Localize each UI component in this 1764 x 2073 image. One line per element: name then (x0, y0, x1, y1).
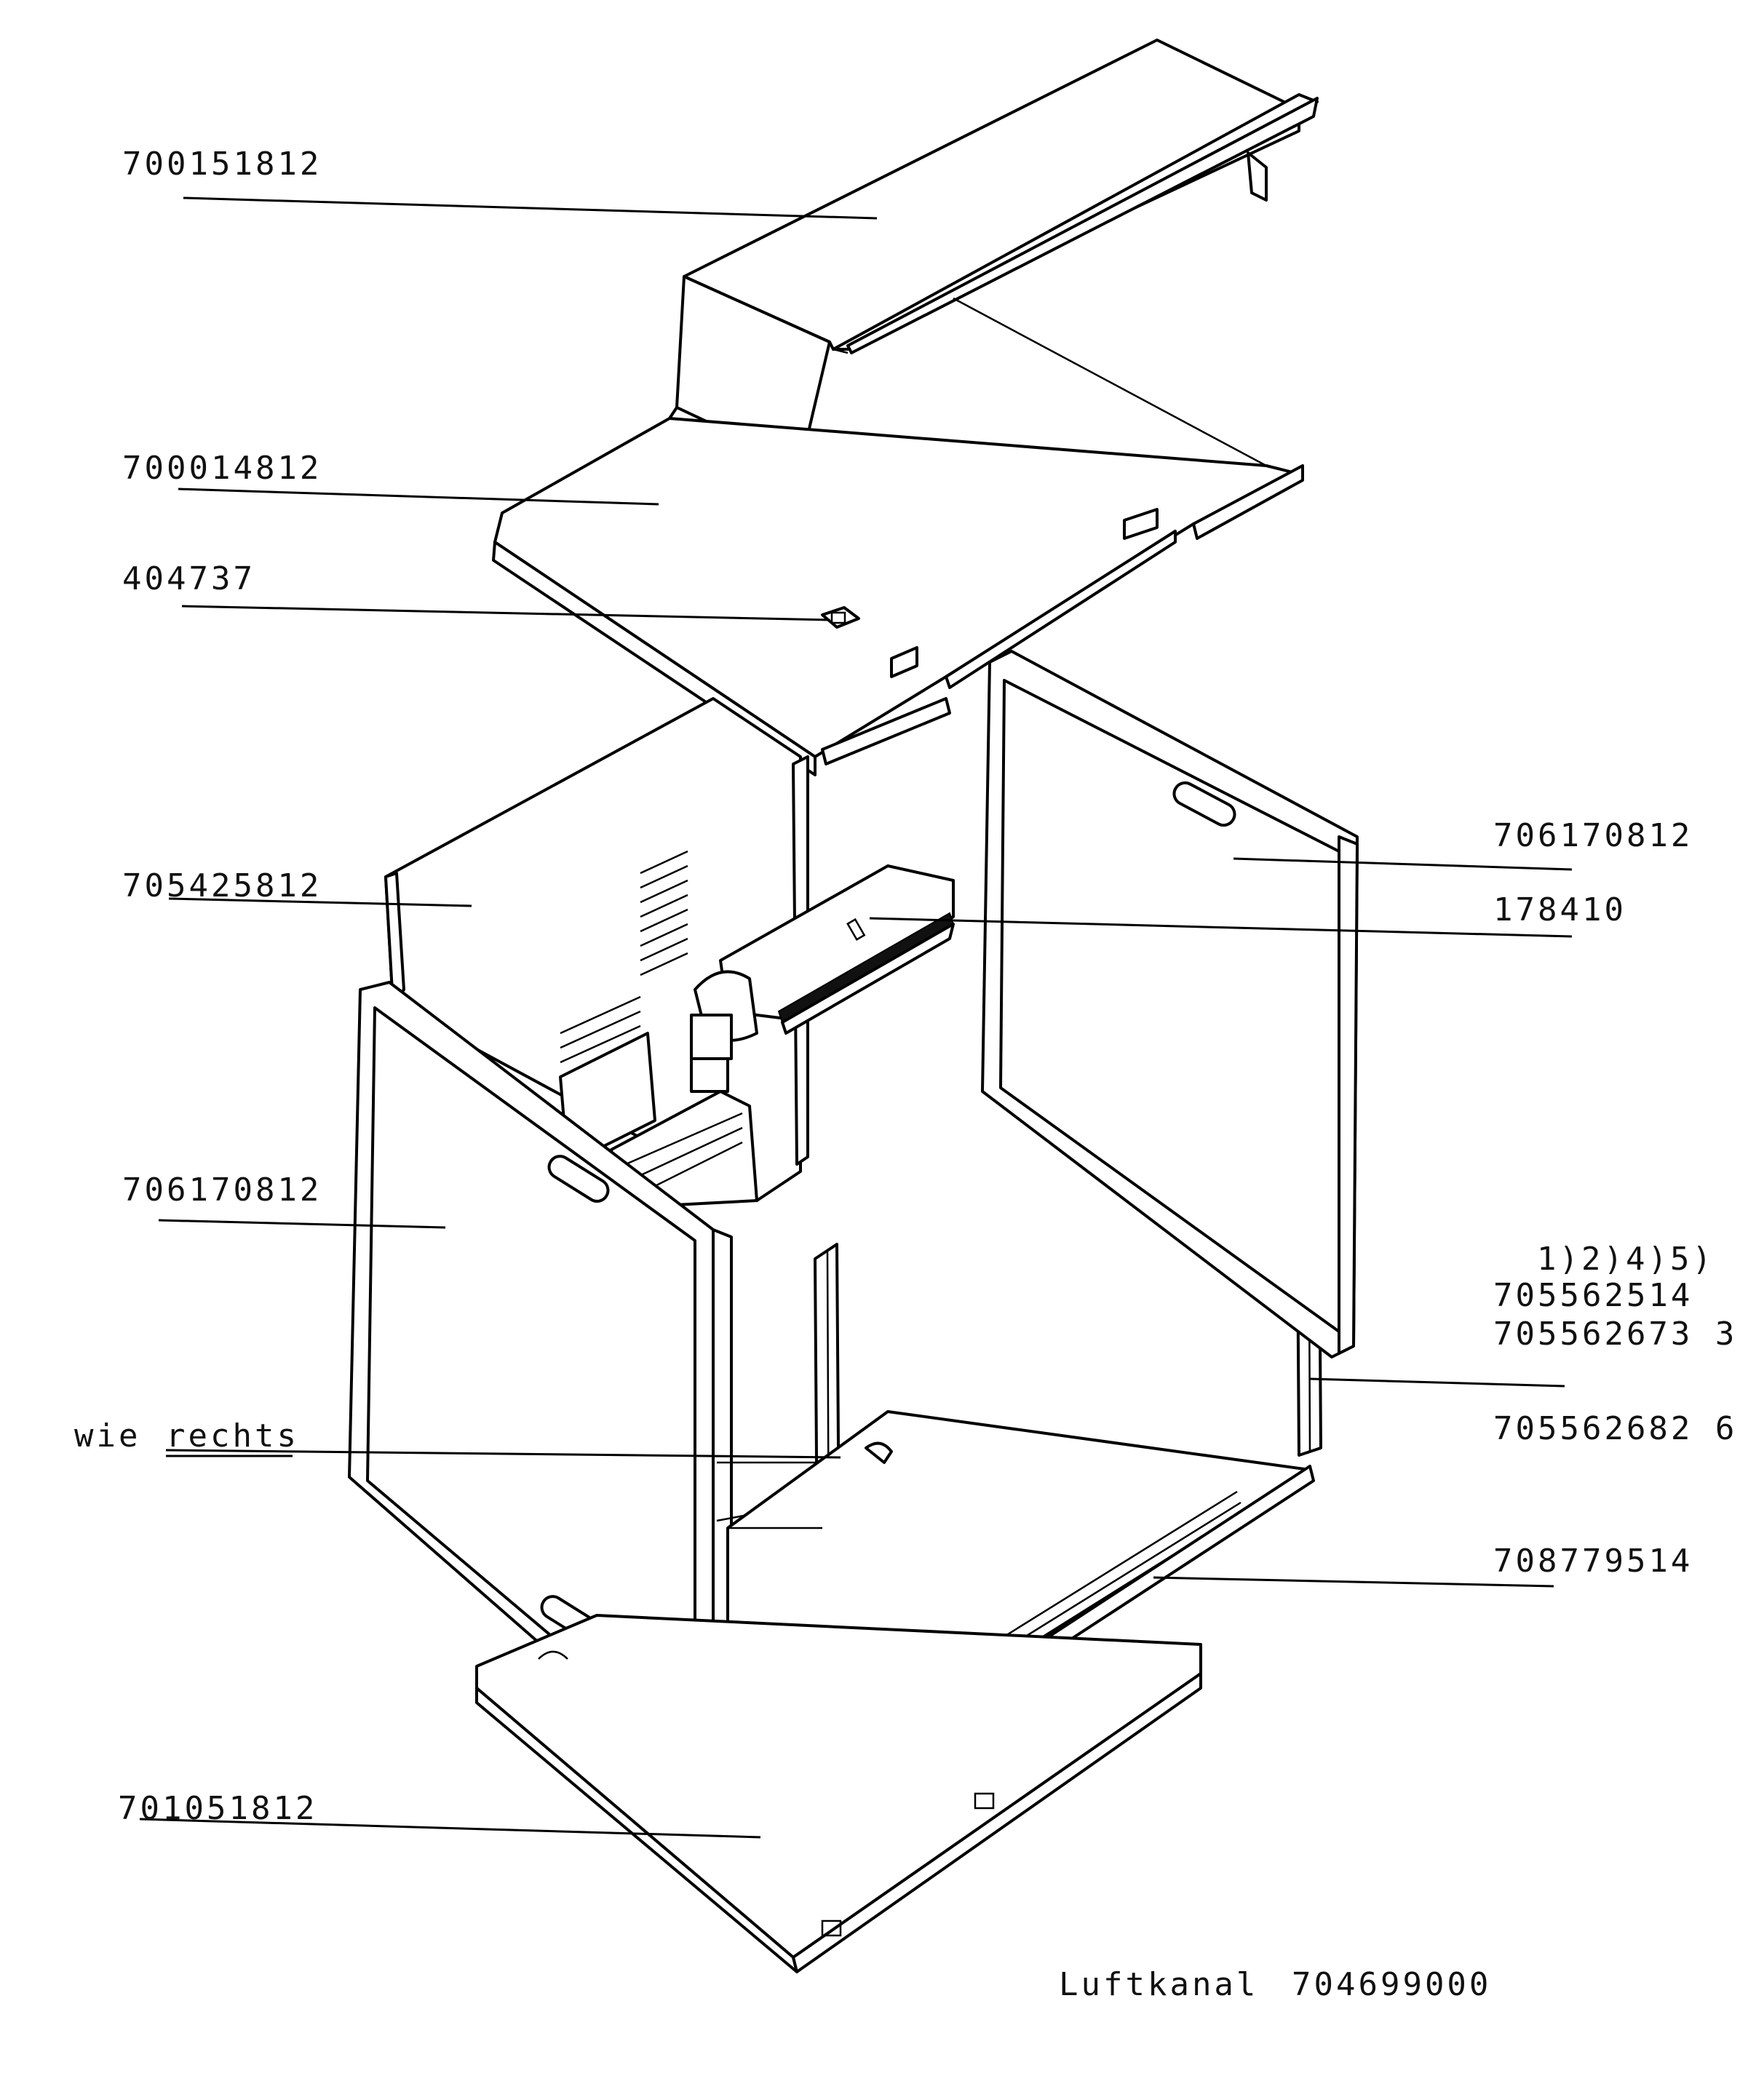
part-labels: 700151812 700014812 404737 705425812 706… (74, 146, 1737, 2003)
label-top-cover: 700151812 (122, 146, 322, 183)
label-base-panel: 701051812 (118, 1790, 317, 1827)
label-same-as-right-2: rechts (166, 1417, 299, 1455)
label-profile-b: 705562673 3 (1493, 1316, 1737, 1353)
label-air-duct: 178410 (1493, 891, 1626, 928)
side-panel-right-part (981, 650, 1359, 1358)
label-same-as-right-1: wie (74, 1417, 140, 1455)
label-back-panel: 705425812 (122, 867, 322, 904)
label-bottom-rail: 708779514 (1493, 1543, 1693, 1580)
clip-part (821, 606, 860, 629)
air-duct-part (690, 864, 955, 1093)
label-side-panel-right: 706170812 (1493, 817, 1693, 854)
base-panel-part (475, 1614, 1202, 1973)
label-duct-caption-name: Luftkanal (1059, 1966, 1258, 2003)
label-duct-caption-number: 704699000 (1292, 1966, 1491, 2003)
label-profile-c: 705562682 6 (1493, 1410, 1737, 1447)
vent-slits (560, 850, 688, 1078)
leader-lines (139, 196, 1573, 1839)
top-panel-part (492, 417, 1304, 776)
label-profile-notes: 1)2)4)5) (1537, 1241, 1715, 1278)
label-profile-a: 705562514 (1493, 1277, 1693, 1314)
label-side-panel-left: 706170812 (122, 1171, 322, 1209)
label-clip: 404737 (122, 560, 255, 597)
label-top-panel: 700014812 (122, 450, 322, 487)
top-cover-part (668, 39, 1319, 471)
